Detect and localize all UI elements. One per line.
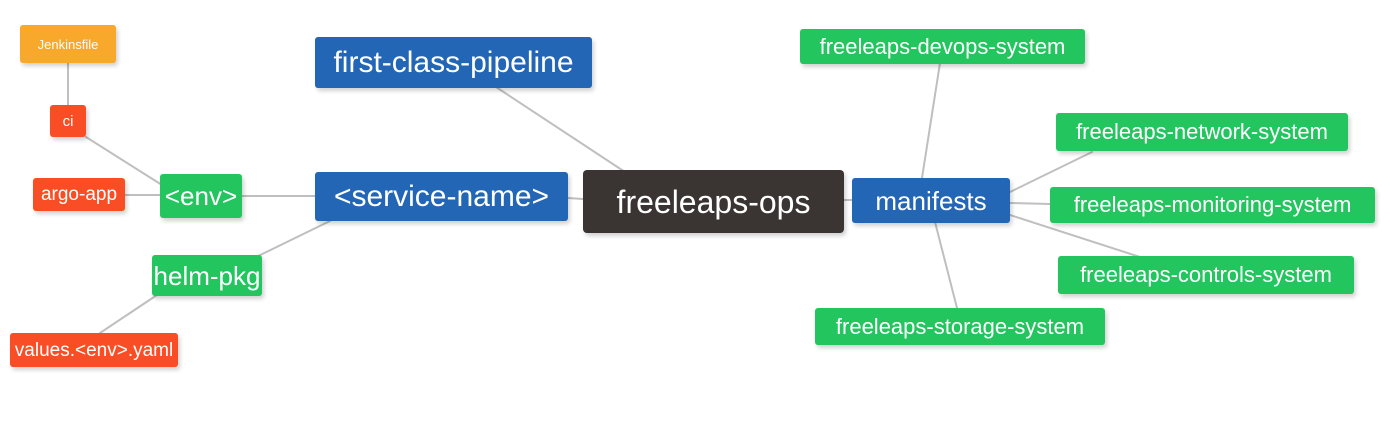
node-label: freeleaps-network-system (1076, 119, 1328, 144)
node-service-name[interactable]: <service-name> (315, 172, 568, 221)
node-label: argo-app (40, 184, 118, 205)
edge-servicename-root (567, 197, 584, 200)
node-label: values.<env>.yaml (14, 339, 174, 361)
node-label: <env> (164, 181, 238, 211)
node-ci[interactable]: ci (50, 105, 86, 137)
edge-servicename-helmpkg (251, 220, 331, 260)
node-freeleaps-storage-system[interactable]: freeleaps-storage-system (815, 308, 1105, 345)
node-freeleaps-monitoring-system[interactable]: freeleaps-monitoring-system (1050, 187, 1375, 223)
node-env[interactable]: <env> (160, 174, 242, 218)
node-freeleaps-ops[interactable]: freeleaps-ops (583, 170, 844, 233)
edge-manifests-devops (921, 62, 941, 179)
node-label: Jenkinsfile (37, 36, 99, 52)
node-first-class-pipeline[interactable]: first-class-pipeline (315, 37, 592, 88)
node-helm-pkg[interactable]: helm-pkg (152, 255, 262, 296)
edge-manifests-storage (934, 221, 958, 309)
node-jenkinsfile[interactable]: Jenkinsfile (20, 25, 116, 63)
node-label: <service-name> (333, 179, 550, 213)
node-freeleaps-controls-system[interactable]: freeleaps-controls-system (1058, 256, 1354, 294)
node-argo-app[interactable]: argo-app (33, 178, 125, 211)
node-label: freeleaps-monitoring-system (1073, 192, 1352, 217)
node-label: freeleaps-devops-system (819, 33, 1066, 59)
node-label: manifests (875, 185, 987, 216)
node-label: ci (62, 112, 74, 130)
node-freeleaps-network-system[interactable]: freeleaps-network-system (1056, 113, 1348, 151)
node-label: first-class-pipeline (333, 45, 574, 79)
node-label: freeleaps-ops (616, 183, 811, 220)
node-values-yaml[interactable]: values.<env>.yaml (10, 333, 178, 367)
node-manifests[interactable]: manifests (852, 178, 1010, 223)
node-freeleaps-devops-system[interactable]: freeleaps-devops-system (800, 29, 1085, 64)
edge-manifests-network (1009, 151, 1093, 193)
node-label: freeleaps-controls-system (1080, 262, 1332, 287)
edge-manifests-monitoring (1009, 202, 1051, 205)
edge-pipeline-root (495, 86, 626, 173)
node-label: helm-pkg (153, 260, 261, 291)
edge-helmpkg-values (99, 292, 161, 334)
node-label: freeleaps-storage-system (835, 313, 1085, 339)
